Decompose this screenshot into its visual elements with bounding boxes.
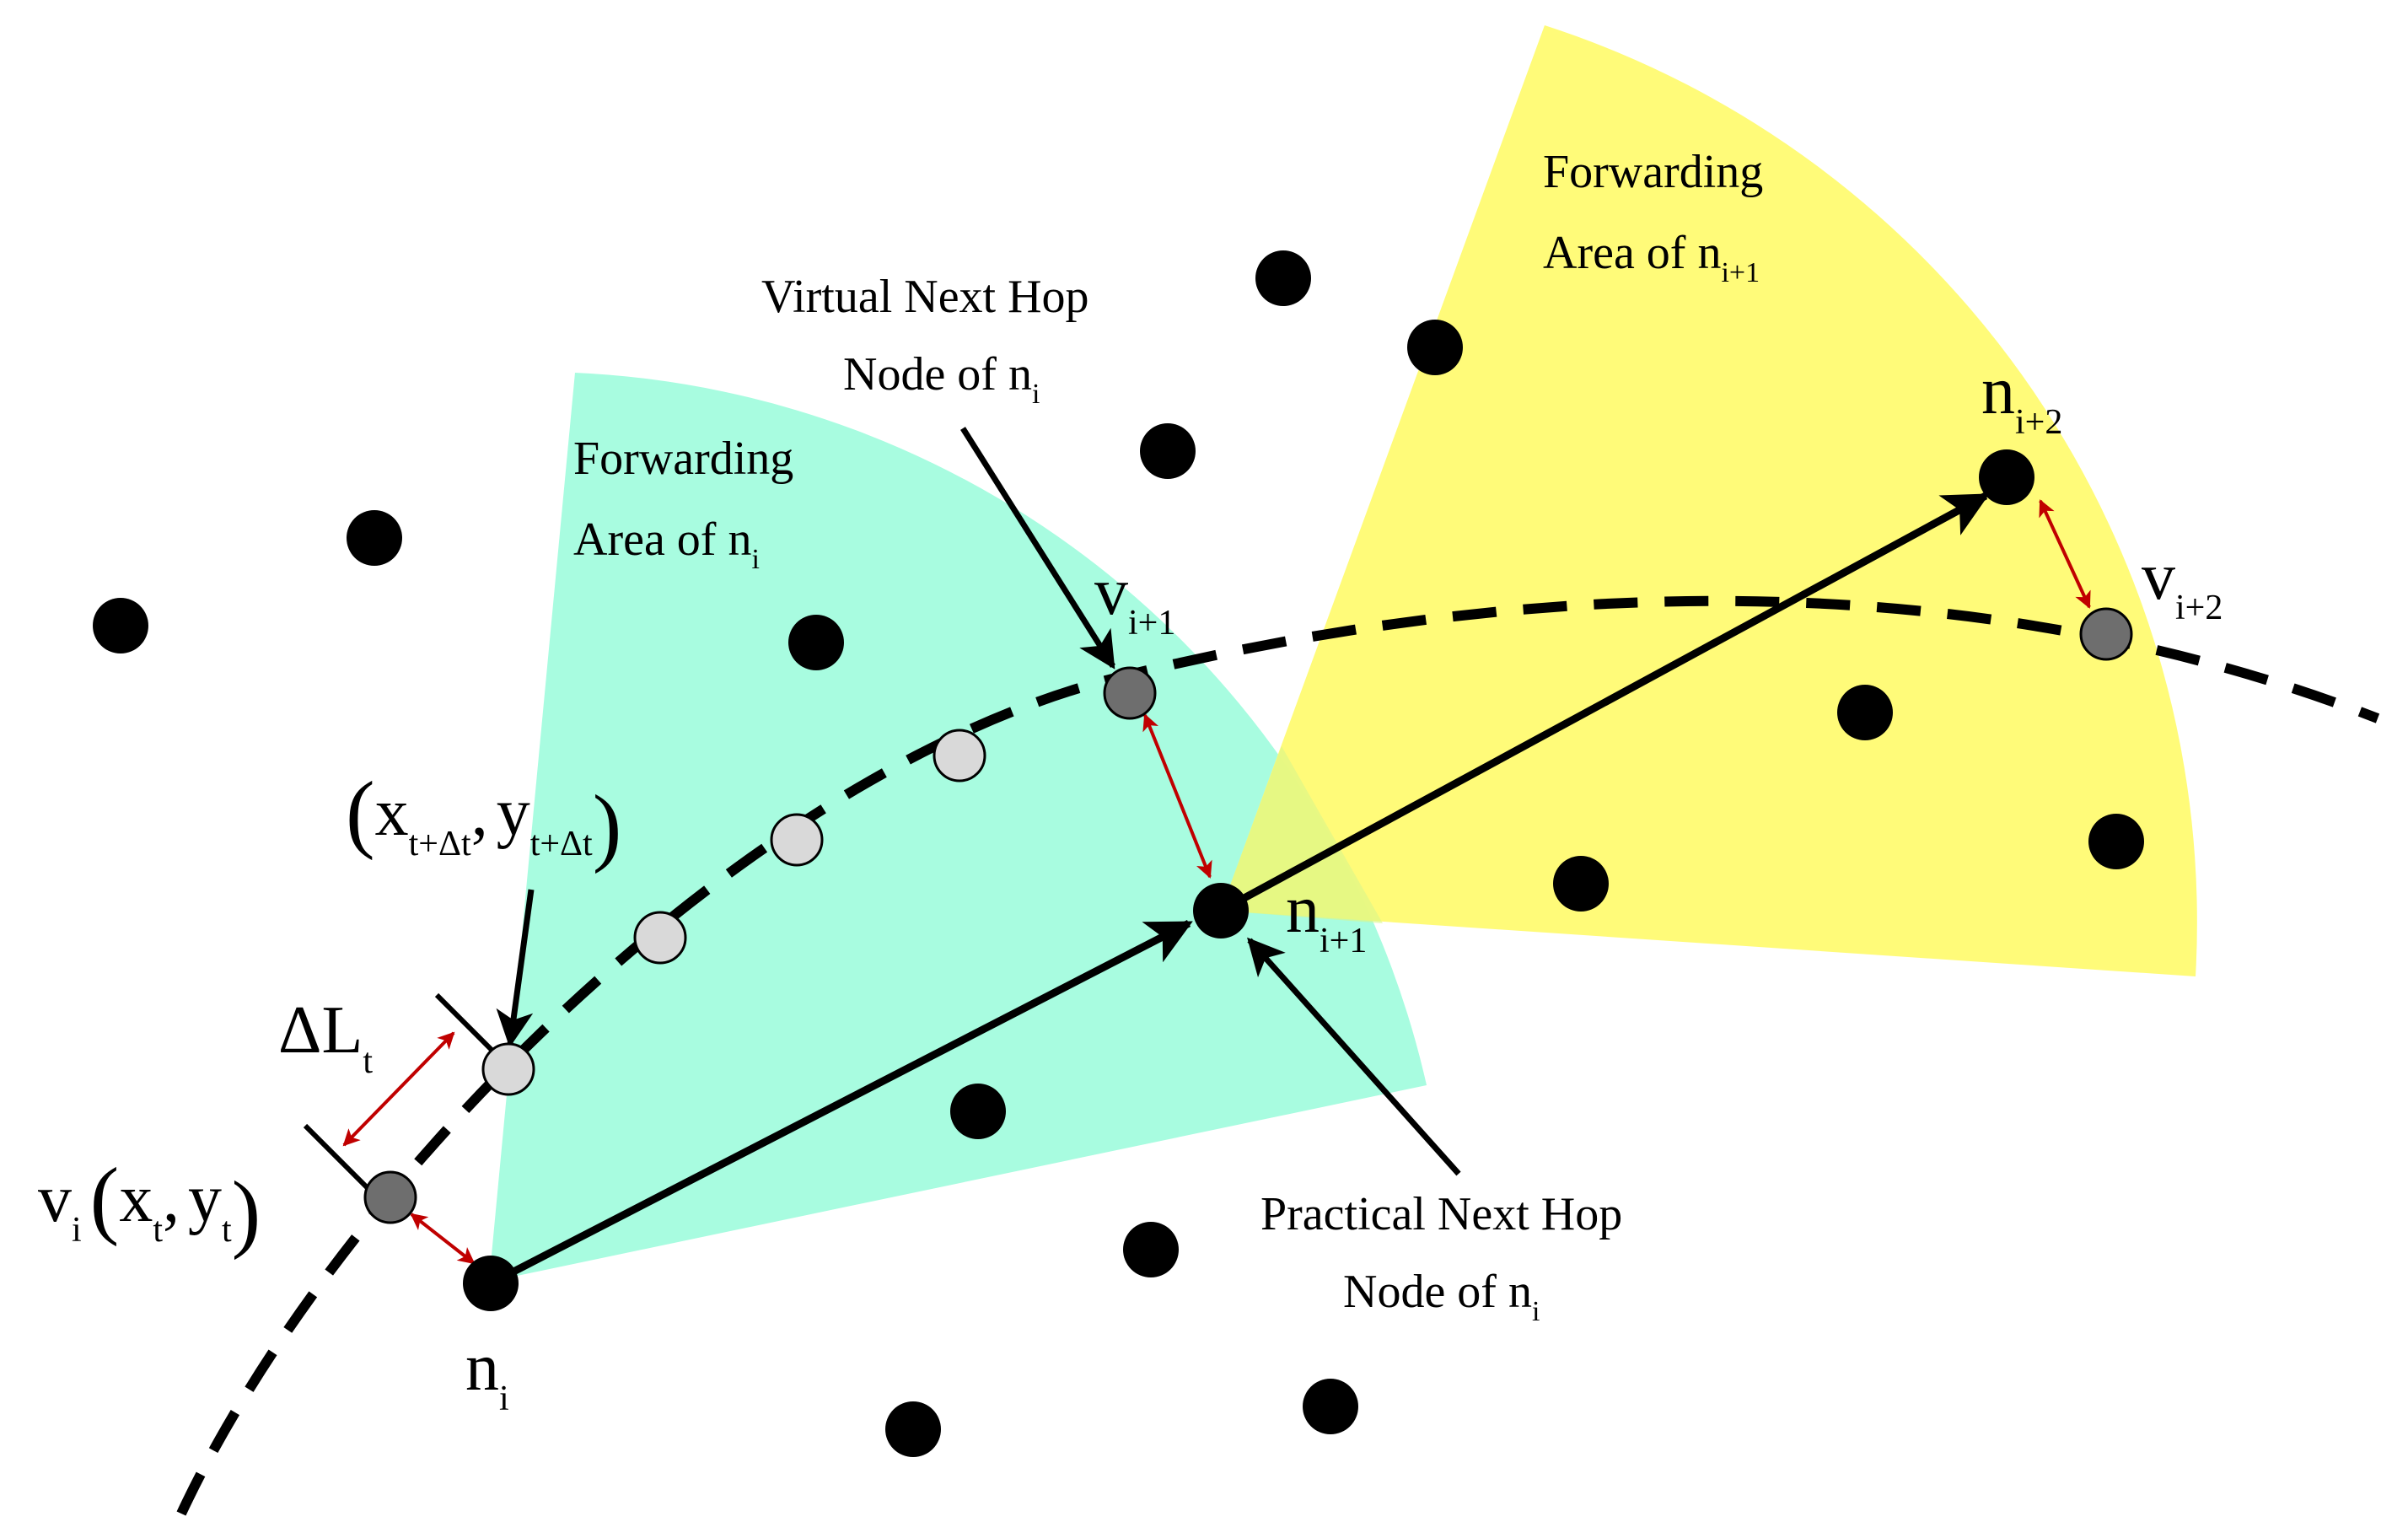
label-ni1: ni+1 bbox=[1286, 873, 1367, 960]
label-ni: ni bbox=[465, 1331, 509, 1418]
predicted-points bbox=[481, 729, 986, 1096]
forwarding-area-ni bbox=[489, 373, 1427, 1282]
neighbor-node bbox=[1837, 685, 1893, 740]
neighbor-node bbox=[1553, 856, 1609, 912]
neighbor-node bbox=[950, 1084, 1006, 1139]
label-delta-l: ΔLt bbox=[278, 993, 373, 1081]
neighbor-node bbox=[1140, 423, 1196, 479]
distance-arrow-vi-ni bbox=[410, 1213, 476, 1265]
neighbor-node bbox=[1407, 320, 1463, 375]
neighbor-node bbox=[93, 598, 148, 653]
distance-arrow-vi1-ni1 bbox=[1142, 713, 1212, 879]
neighbor-node bbox=[1123, 1222, 1179, 1277]
label-vi2: vi+2 bbox=[2142, 540, 2223, 627]
label-vi-position: vi(xt,yt) bbox=[38, 1150, 261, 1261]
neighbor-nodes bbox=[93, 250, 2144, 1457]
node-ni1 bbox=[1193, 883, 1249, 938]
practical-hop-callout-arrow bbox=[1247, 937, 1461, 1176]
label-ni2: ni+2 bbox=[1981, 354, 2062, 442]
predicted-position-callout-arrow bbox=[496, 889, 535, 1048]
predicted-point bbox=[633, 911, 687, 965]
node-ni bbox=[463, 1256, 519, 1311]
forwarding-ni1-label-line2: Area of ni+1 bbox=[1543, 227, 1760, 288]
predicted-point bbox=[933, 729, 986, 783]
virtual-hop-label-line1: Virtual Next Hop bbox=[761, 271, 1089, 323]
forwarding-area-ni1 bbox=[1221, 25, 2197, 976]
node-ni2 bbox=[1979, 449, 2034, 505]
virtual-node-vi2 bbox=[2079, 607, 2133, 661]
neighbor-node bbox=[885, 1401, 941, 1457]
predicted-point bbox=[481, 1042, 535, 1096]
label-vi1: vi+1 bbox=[1094, 555, 1175, 643]
label-predicted-position: (xt+Δt,yt+Δt) bbox=[346, 764, 621, 874]
virtual-node-vi1 bbox=[1103, 666, 1157, 720]
neighbor-node bbox=[788, 615, 844, 670]
forwarding-ni-label-line2: Area of ni bbox=[573, 514, 760, 575]
predicted-point bbox=[770, 813, 824, 867]
virtual-node-vi bbox=[363, 1170, 417, 1224]
forwarding-ni-label-line1: Forwarding bbox=[573, 433, 793, 485]
distance-arrow-ni2-vi2 bbox=[2039, 499, 2091, 609]
hop-arrow-ni1-to-ni2 bbox=[1218, 492, 1990, 914]
practical-hop-label-line2: Node of ni bbox=[1343, 1266, 1540, 1327]
neighbor-node bbox=[347, 510, 402, 566]
neighbor-node bbox=[2088, 814, 2144, 869]
practical-hop-label-line1: Practical Next Hop bbox=[1260, 1188, 1622, 1240]
hop-arrow-ni-to-ni1 bbox=[488, 920, 1193, 1287]
virtual-hop-callout-arrow bbox=[960, 427, 1115, 670]
neighbor-node bbox=[1255, 250, 1311, 306]
delta-l-tick-lower bbox=[303, 1123, 375, 1196]
forwarding-ni1-label-line1: Forwarding bbox=[1543, 146, 1763, 198]
delta-l-arrow bbox=[342, 1031, 455, 1147]
forwarding-area-overlap bbox=[1221, 746, 1383, 923]
neighbor-node bbox=[1303, 1379, 1358, 1434]
virtual-hop-label-line2: Node of ni bbox=[843, 348, 1040, 410]
